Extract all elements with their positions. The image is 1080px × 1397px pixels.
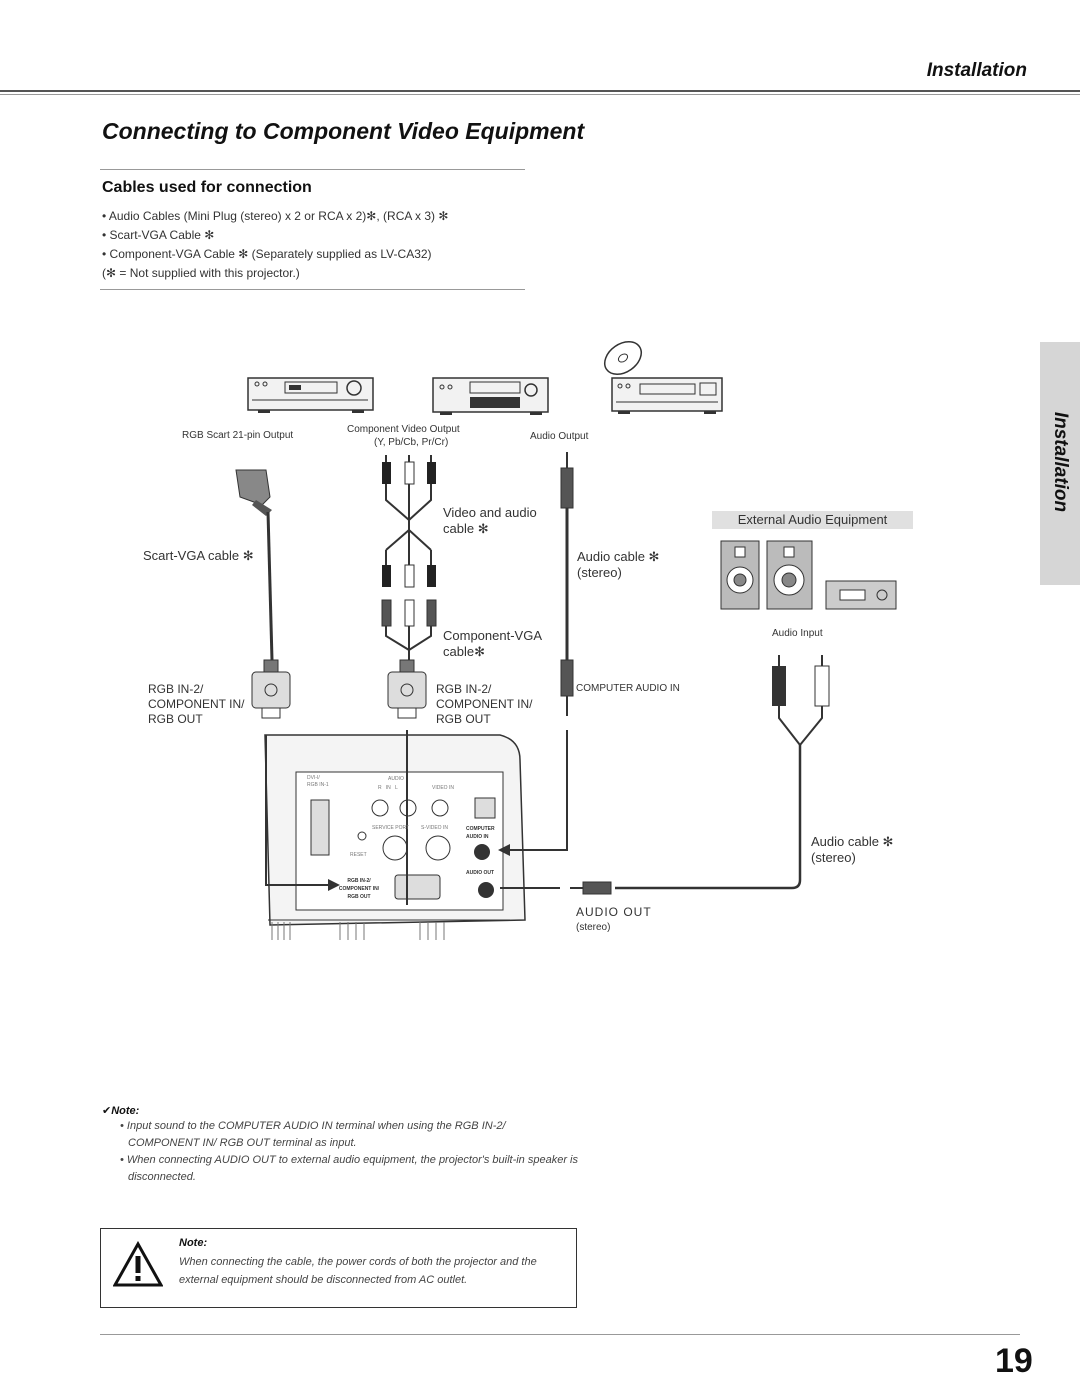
panel-text: COMPUTER bbox=[466, 826, 495, 832]
panel-text: RGB OUT bbox=[347, 894, 371, 900]
component-output-label: Component Video Output bbox=[347, 424, 460, 435]
warning-title: Note: bbox=[179, 1237, 208, 1249]
audio-output-label: Audio Output bbox=[530, 431, 589, 442]
rgb-in-mid-label: RGB IN-2/ COMPONENT IN/ RGB OUT bbox=[436, 682, 532, 727]
disc-icon bbox=[604, 341, 642, 375]
rgb-in-left-line: COMPONENT IN/ bbox=[148, 697, 245, 711]
audio-cable-label: Audio cable ✻ bbox=[577, 549, 660, 564]
component-vga-cable-label: Component-VGA bbox=[443, 628, 542, 643]
audio-mini-plug-top-icon bbox=[560, 452, 574, 716]
rgb-in-left-line: RGB OUT bbox=[148, 712, 203, 726]
page-number: 19 bbox=[995, 1342, 1033, 1380]
audio-cable-right-label: Audio cable ✻ bbox=[811, 834, 894, 849]
cables-heading: Cables used for connection bbox=[102, 179, 312, 196]
cables-bottom-rule bbox=[100, 289, 525, 290]
warning-text: When connecting the cable, the power cor… bbox=[179, 1256, 537, 1286]
amplifier-icon bbox=[825, 580, 897, 610]
panel-text: R bbox=[378, 785, 382, 791]
note-item: • When connecting AUDIO OUT to external … bbox=[120, 1154, 578, 1183]
header-rule bbox=[0, 90, 1080, 92]
panel-reset-label: RESET bbox=[350, 852, 367, 858]
cables-footnote: (✻ = Not supplied with this projector.) bbox=[102, 266, 300, 280]
cables-item: • Scart-VGA Cable ✻ bbox=[102, 228, 215, 242]
rgb-scart-output-label: RGB Scart 21-pin Output bbox=[182, 430, 294, 441]
panel-text: RGB IN-2/ bbox=[347, 878, 371, 884]
cables-item: • Component-VGA Cable ✻ (Separately supp… bbox=[102, 247, 432, 261]
scart-device-icon bbox=[247, 377, 374, 413]
warning-box: Note: When connecting the cable, the pow… bbox=[100, 1228, 577, 1308]
audio-out-label: AUDIO OUT bbox=[576, 905, 652, 919]
rca-plugs-mid-icon bbox=[382, 550, 436, 588]
panel-text: RGB IN-1 bbox=[307, 782, 329, 788]
footer-rule bbox=[100, 1334, 1020, 1335]
panel-computer-audio-label: COMPUTER AUDIO IN bbox=[466, 825, 495, 841]
panel-service-port-label: SERVICE PORT bbox=[372, 825, 410, 831]
panel-text: AUDIO IN bbox=[466, 834, 489, 840]
panel-text: L bbox=[394, 785, 398, 791]
video-audio-cable-sub-label: cable ✻ bbox=[443, 521, 489, 536]
rca-jacks-icon bbox=[381, 599, 437, 660]
component-player-icon bbox=[432, 377, 549, 415]
vga-connector-left-icon bbox=[251, 659, 291, 719]
audio-player-icon bbox=[611, 377, 723, 414]
cables-top-rule bbox=[100, 169, 525, 170]
scart-plug-icon bbox=[235, 469, 272, 516]
panel-rl-label: R IN L bbox=[378, 785, 398, 791]
side-tab: Installation bbox=[1040, 342, 1080, 585]
cables-list: • Audio Cables (Mini Plug (stereo) x 2 o… bbox=[102, 207, 448, 283]
rgb-in-left-line: RGB IN-2/ bbox=[148, 682, 204, 696]
rgb-in-mid-line: RGB IN-2/ bbox=[436, 682, 492, 696]
panel-audio-label: AUDIO bbox=[388, 776, 404, 782]
rca-plugs-top-icon bbox=[382, 455, 436, 551]
panel-text: DVI-I/ bbox=[307, 775, 320, 781]
video-audio-cable-label: Video and audio bbox=[443, 505, 537, 520]
scart-vga-cable bbox=[266, 511, 274, 661]
note-list: • Input sound to the COMPUTER AUDIO IN t… bbox=[120, 1118, 580, 1186]
projector-body-icon bbox=[264, 734, 526, 940]
section-header: Installation bbox=[926, 60, 1027, 81]
panel-text: IN bbox=[385, 785, 391, 791]
connection-arrows bbox=[265, 730, 568, 905]
header-rule-thin bbox=[0, 94, 1080, 95]
cables-item: • Audio Cables (Mini Plug (stereo) x 2 o… bbox=[102, 209, 449, 223]
speaker-left-icon bbox=[720, 540, 760, 610]
panel-video-in-label: VIDEO IN bbox=[432, 785, 454, 791]
scart-vga-cable-label: Scart-VGA cable ✻ bbox=[143, 548, 254, 563]
audio-out-stereo-label: (stereo) bbox=[576, 922, 611, 933]
panel-s-video-label: S-VIDEO IN bbox=[421, 825, 448, 831]
audio-rca-plugs-right-icon bbox=[570, 655, 830, 895]
audio-cable-stereo-label: (stereo) bbox=[577, 565, 622, 580]
panel-rgb-in-2-label: RGB IN-2/ COMPONENT IN/ RGB OUT bbox=[334, 877, 384, 901]
panel-text: COMPONENT IN/ bbox=[338, 886, 380, 892]
page-title: Connecting to Component Video Equipment bbox=[102, 118, 585, 144]
computer-audio-in-label: COMPUTER AUDIO IN bbox=[576, 683, 680, 694]
vga-connector-mid-icon bbox=[387, 659, 427, 719]
rgb-in-mid-line: COMPONENT IN/ bbox=[436, 697, 533, 711]
panel-dvi-label: DVI-I/ RGB IN-1 bbox=[307, 775, 329, 789]
note-item: • Input sound to the COMPUTER AUDIO IN t… bbox=[120, 1120, 506, 1149]
component-vga-cable-sub-label: cable✻ bbox=[443, 644, 485, 659]
audio-input-label: Audio Input bbox=[772, 628, 823, 639]
audio-cable-right-stereo-label: (stereo) bbox=[811, 850, 856, 865]
rgb-in-left-label: RGB IN-2/ COMPONENT IN/ RGB OUT bbox=[148, 682, 244, 727]
warning-icon bbox=[113, 1241, 163, 1287]
speaker-right-icon bbox=[766, 540, 813, 610]
panel-audio-out-label: AUDIO OUT bbox=[466, 870, 495, 876]
note-title: ✔Note: bbox=[102, 1105, 140, 1117]
rgb-in-mid-line: RGB OUT bbox=[436, 712, 491, 726]
component-output-sub-label: (Y, Pb/Cb, Pr/Cr) bbox=[374, 437, 449, 448]
external-audio-label: External Audio Equipment bbox=[712, 511, 913, 529]
